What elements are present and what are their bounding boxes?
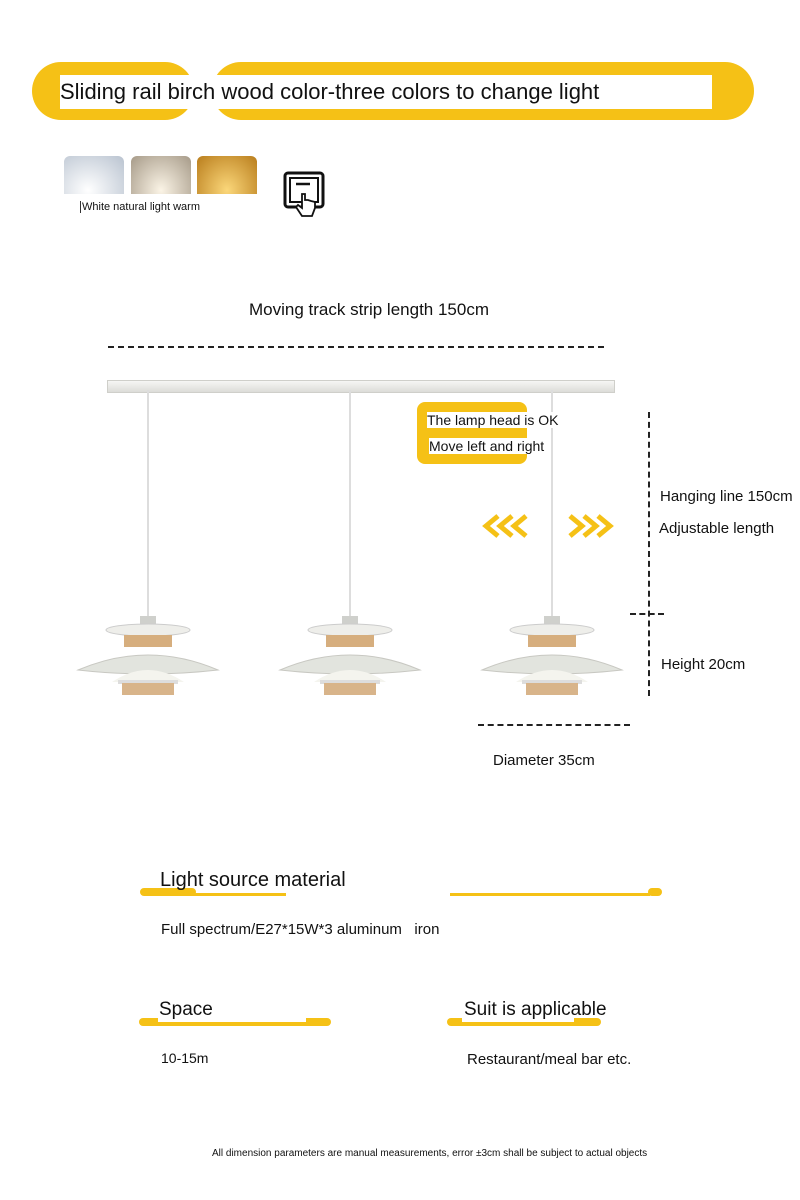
chevron-right-triple-icon — [564, 513, 622, 544]
space-underline — [139, 1018, 331, 1026]
suit-underline — [447, 1018, 601, 1026]
track-length-label: Moving track strip length 150cm — [249, 300, 489, 319]
light-source-underline-left — [140, 888, 196, 896]
page-title: Sliding rail birch wood color-three colo… — [60, 75, 712, 109]
swatch-white — [64, 156, 124, 194]
swatch-natural — [131, 156, 191, 194]
callout-line-1: The lamp head is OK — [427, 412, 559, 428]
footer-note: All dimension parameters are manual meas… — [212, 1148, 648, 1159]
suit-underline-gap — [462, 1018, 574, 1022]
light-source-value: Full spectrum/E27*15W*3 aluminum iron — [161, 921, 440, 938]
space-heading: Space — [159, 999, 213, 1020]
track-rail — [107, 380, 615, 393]
diameter-line — [478, 724, 630, 726]
swatch-warm — [197, 156, 257, 194]
light-source-underline-mid — [158, 893, 286, 896]
touch-switch-icon — [282, 170, 328, 227]
pendant-lamps — [76, 390, 624, 695]
light-color-caption: White natural light warm — [80, 201, 200, 213]
light-source-underline-right — [450, 893, 650, 896]
space-value: 10-15m — [161, 1050, 209, 1066]
suit-heading: Suit is applicable — [464, 999, 607, 1020]
callout-line-2: Move left and right — [429, 438, 545, 454]
height-label: Height 20cm — [661, 656, 746, 673]
suit-value: Restaurant/meal bar etc. — [467, 1051, 632, 1068]
hanging-line-label: Hanging line 150cm — [660, 488, 793, 505]
chevron-left-triple-icon — [480, 513, 538, 544]
adjustable-length-label: Adjustable length — [659, 520, 775, 537]
light-source-underline-end — [648, 888, 662, 896]
pendant-lamp-3 — [480, 390, 624, 695]
diameter-label: Diameter 35cm — [493, 752, 595, 769]
track-length-line — [108, 346, 604, 348]
pendant-lamp-2 — [278, 390, 422, 695]
pendant-lamp-1 — [76, 390, 220, 695]
height-divider-line — [630, 613, 664, 615]
light-source-heading: Light source material — [160, 869, 346, 891]
hanging-line-dimension — [648, 412, 650, 696]
space-underline-gap — [158, 1018, 306, 1022]
